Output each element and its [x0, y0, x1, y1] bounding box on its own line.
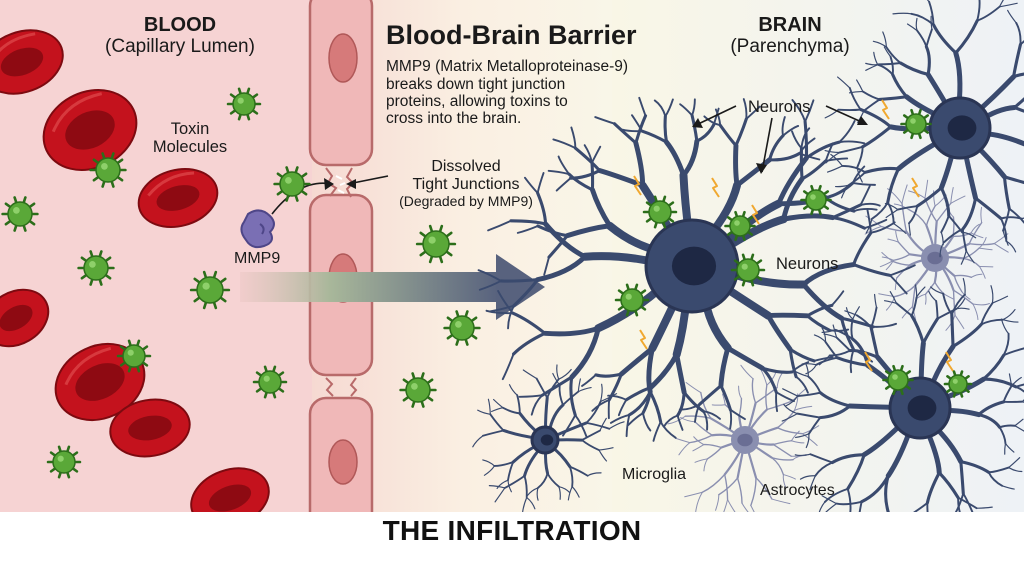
bbb-description-2: breaks down tight junction — [386, 75, 566, 93]
junction-label-3: (Degraded by MMP9) — [399, 192, 533, 209]
endothelial-wall — [308, 0, 374, 530]
red-blood-cell — [137, 168, 219, 228]
toxin-molecule — [800, 184, 832, 216]
bbb-description-3: proteins, allowing toxins to — [386, 92, 568, 110]
activity-spark — [864, 351, 873, 372]
brain-label: BRAIN (Parenchyma) — [690, 14, 890, 58]
red-blood-cell — [0, 29, 64, 95]
toxin-molecule — [882, 364, 914, 396]
red-blood-cells — [0, 29, 270, 529]
activity-spark — [881, 99, 890, 120]
toxin-molecule — [443, 310, 481, 346]
blood-subtitle: (Capillary Lumen) — [105, 36, 255, 58]
mmp9-enzyme — [240, 209, 275, 249]
toxin-label-2: Molecules — [152, 138, 228, 157]
toxin-molecule — [943, 370, 973, 398]
activity-spark — [711, 177, 720, 198]
toxin-molecule — [252, 365, 288, 399]
bbb-title: Blood-Brain Barrier — [386, 20, 637, 50]
mmp9-label: MMP9 — [234, 250, 281, 267]
label-leaders — [346, 105, 868, 189]
junction-label-1: Dissolved — [431, 158, 501, 175]
bbb-description-4: cross into the brain. — [386, 110, 522, 128]
neurons-label-mid: Neurons — [776, 255, 839, 273]
toxin-molecule — [900, 108, 932, 140]
brain-subtitle: (Parenchyma) — [730, 36, 850, 58]
caption-title: THE INFILTRATION — [382, 515, 642, 546]
red-blood-cell — [42, 89, 138, 171]
toxin-molecule — [116, 339, 152, 373]
red-blood-cell — [0, 288, 50, 348]
neuron — [477, 96, 916, 442]
toxin-label-1: Toxin — [170, 120, 210, 138]
microglia — [472, 364, 625, 514]
activity-spark — [639, 329, 648, 350]
toxin-molecule — [46, 445, 82, 479]
mmp9-arrow-head — [324, 178, 334, 190]
toxin-molecule — [614, 283, 650, 317]
red-blood-cell — [109, 398, 191, 458]
activity-spark — [945, 351, 954, 372]
activity-spark — [633, 175, 642, 196]
microglia-label: Microglia — [622, 466, 687, 483]
astrocytes-label: Astrocytes — [760, 482, 835, 499]
toxin-molecule — [730, 253, 766, 287]
junction-label-2: Tight Junctions — [412, 175, 520, 193]
toxin-molecule — [273, 166, 311, 202]
bbb-description-1: MMP9 (Matrix Metalloproteinase-9) — [386, 58, 629, 76]
toxin-label: Toxin Molecules — [140, 120, 240, 157]
toxin-molecule — [415, 224, 457, 264]
toxin-molecule — [89, 152, 127, 188]
brain-title: BRAIN — [758, 14, 822, 36]
activity-spark — [751, 204, 760, 225]
toxin-molecule — [724, 210, 756, 242]
astrocyte — [864, 179, 1009, 331]
activity-spark — [911, 177, 920, 198]
toxin-molecule — [399, 372, 437, 408]
toxin-molecule — [1, 196, 39, 232]
toxin-molecule — [77, 250, 115, 286]
blood-label: BLOOD (Capillary Lumen) — [80, 14, 280, 58]
toxin-molecule — [226, 87, 262, 121]
infiltration-arrow — [240, 254, 545, 320]
neuron — [824, 0, 1024, 265]
bbb-label: Blood-Brain Barrier MMP9 (Matrix Metallo… — [386, 20, 676, 128]
neurons-label-top: Neurons — [748, 98, 811, 116]
blood-title: BLOOD — [143, 14, 217, 36]
junction-label: Dissolved Tight Junctions (Degraded by M… — [368, 158, 564, 209]
toxin-molecule — [642, 195, 678, 229]
toxin-molecule — [189, 270, 231, 310]
